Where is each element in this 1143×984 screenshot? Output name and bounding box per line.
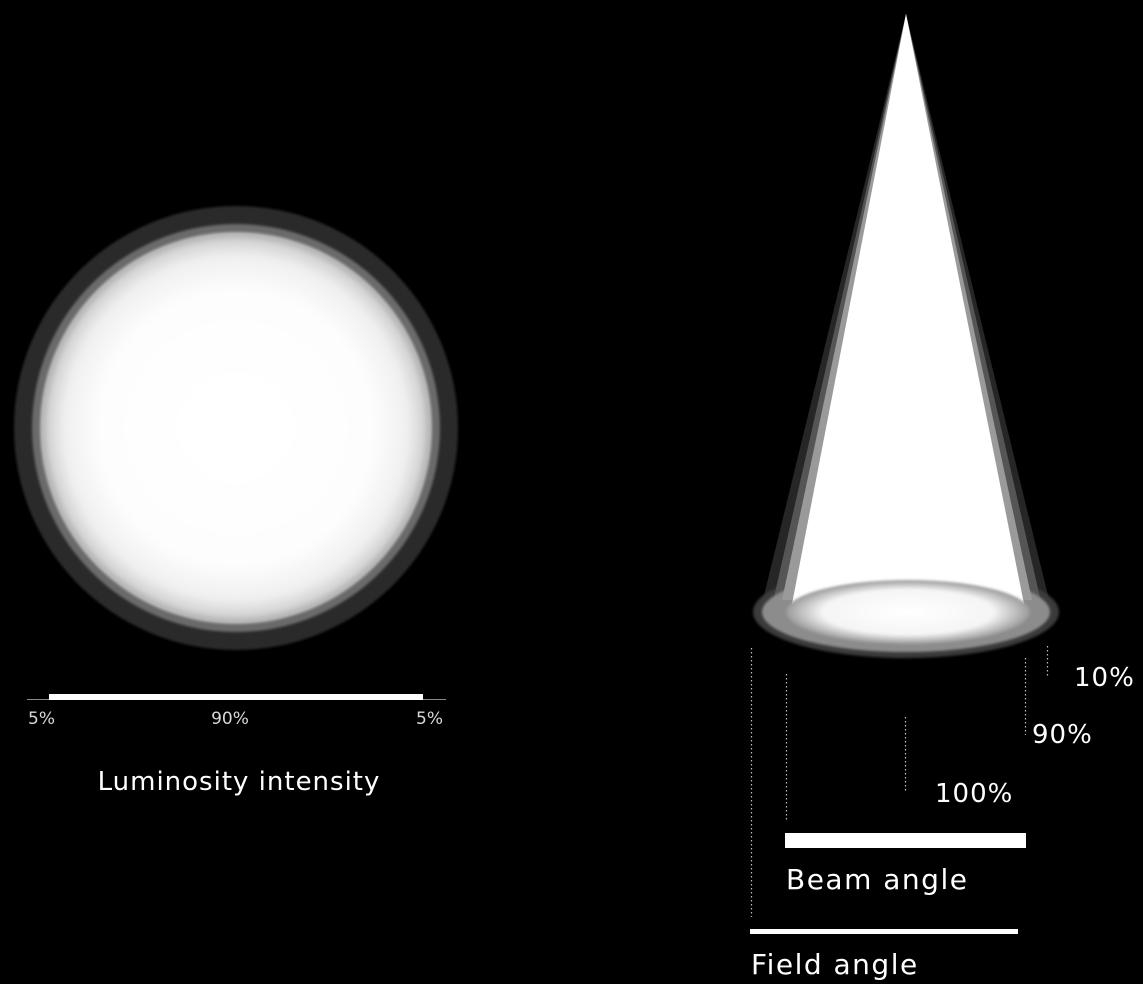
disc-core: [46, 238, 426, 618]
scale-left-label: 5%: [28, 709, 55, 729]
level-indicators: [750, 646, 1049, 917]
scale-bar: [49, 694, 423, 700]
scale-center-label: 90%: [211, 709, 249, 729]
luminosity-title: Luminosity intensity: [98, 767, 381, 797]
beam-angle-label: Beam angle: [786, 863, 968, 896]
beam-angle-bar: [785, 833, 1026, 848]
inner-level-label: 100%: [935, 779, 1013, 809]
scale-right-label: 5%: [416, 709, 443, 729]
pool-core: [786, 580, 1030, 644]
field-angle-label: Field angle: [751, 948, 919, 981]
cone-core: [792, 14, 1024, 604]
field-angle-bar: [750, 929, 1018, 934]
light-cone: [753, 14, 1059, 658]
middle-level-label: 90%: [1032, 720, 1093, 750]
outer-level-label: 10%: [1074, 663, 1135, 693]
luminosity-disc: [14, 206, 458, 650]
luminosity-scale: 5% 90% 5%: [27, 694, 446, 729]
